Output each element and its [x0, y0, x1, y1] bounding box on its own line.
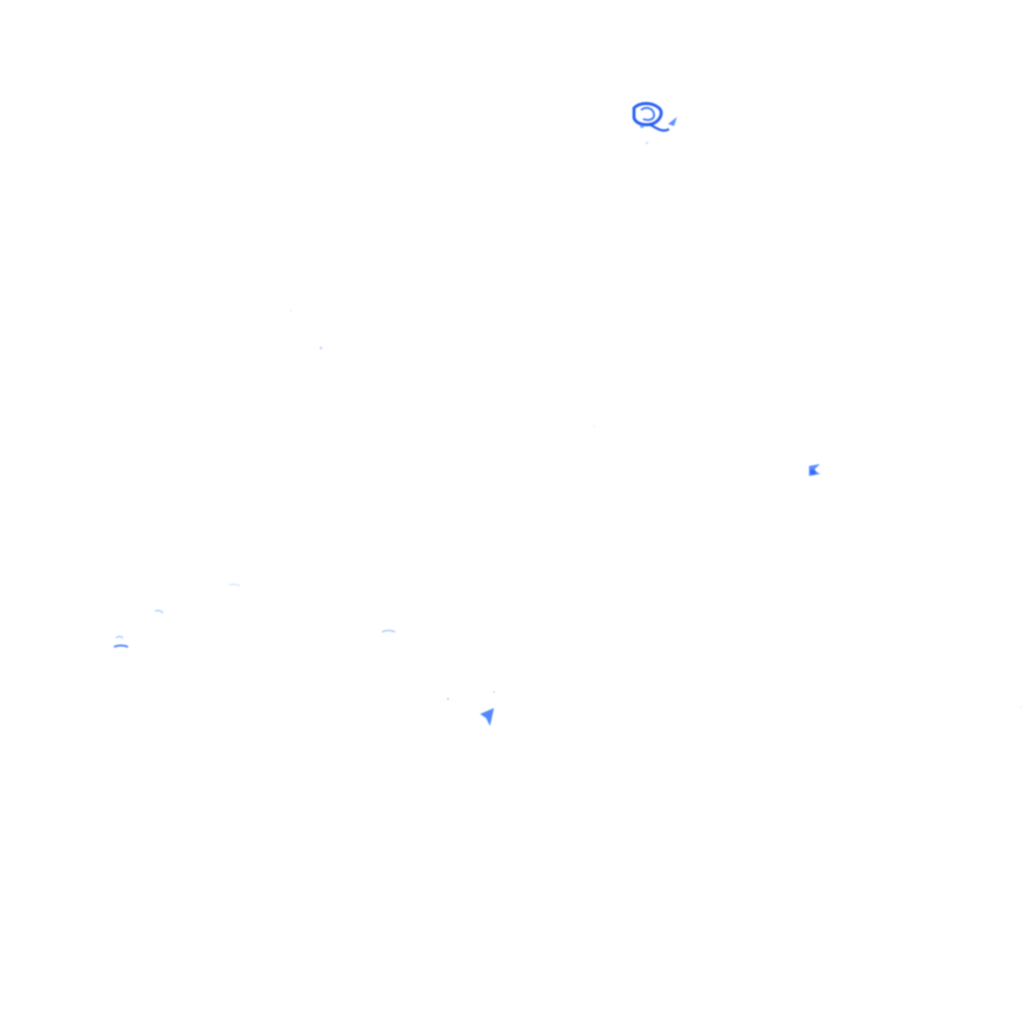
- precip-cell-south: [446, 691, 495, 726]
- precip-cell-north: [632, 102, 677, 145]
- precip-specks-west: [113, 310, 1022, 708]
- precip-cell-east: [809, 464, 820, 476]
